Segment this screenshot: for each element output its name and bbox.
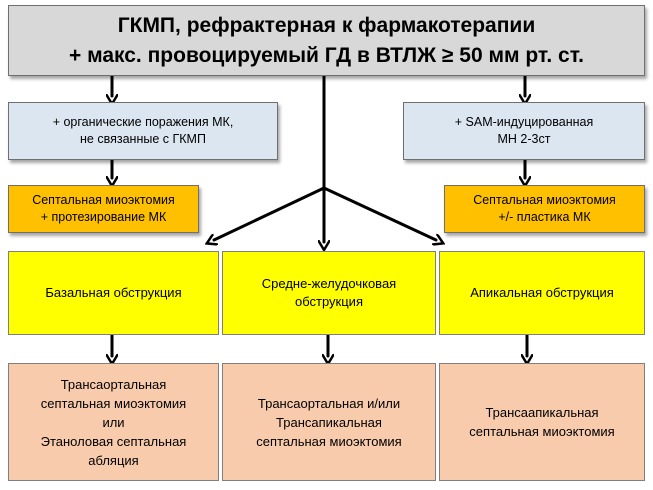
basal-treatment-text: Трансаортальная септальная миоэктомия ил… <box>40 376 187 468</box>
apical-obstruction-box: Апикальная обструкция <box>439 251 645 335</box>
right-operation-box: Септальная миоэктомия +/- пластика МК <box>444 185 645 233</box>
basal-treatment-box: Трансаортальная септальная миоэктомия ил… <box>8 363 219 481</box>
apical-treatment-box: Трансаапикальная септальная миоэктомия <box>439 363 645 481</box>
top-condition-line2: + макс. провоцируемый ГД в ВТЛЖ ≥ 50 мм … <box>68 43 584 67</box>
arrow-to-basal <box>214 186 326 240</box>
top-condition-line1: ГКМП, рефрактерная к фармакотерапии <box>117 13 536 37</box>
right-condition-box: + SAM-индуцированная МН 2-3ст <box>403 102 645 160</box>
right-operation-text: Септальная миоэктомия +/- пластика МК <box>473 193 616 224</box>
mid-obstruction-box: Средне-желудочковая обструкция <box>222 251 436 335</box>
basal-obstruction-text: Базальная обструкция <box>45 285 182 300</box>
mid-treatment-text: Трансаортальная и/или Трансапикальная се… <box>256 395 402 449</box>
apical-obstruction-text: Апикальная обструкция <box>470 285 614 300</box>
basal-obstruction-box: Базальная обструкция <box>8 251 219 335</box>
apical-treatment-text: Трансаапикальная септальная миоэктомия <box>469 405 615 439</box>
left-condition-box: + органические поражения МК, не связанны… <box>8 102 278 160</box>
left-condition-text: + органические поражения МК, не связанны… <box>52 115 234 146</box>
mid-obstruction-text: Средне-желудочковая обструкция <box>261 276 397 309</box>
left-operation-text: Септальная миоэктомия + протезирование М… <box>32 193 175 224</box>
mid-treatment-box: Трансаортальная и/или Трансапикальная се… <box>222 363 436 481</box>
top-condition-box: ГКМП, рефрактерная к фармакотерапии + ма… <box>8 5 645 76</box>
arrow-to-apical <box>322 186 436 240</box>
left-operation-box: Септальная миоэктомия + протезирование М… <box>8 185 199 233</box>
right-condition-text: + SAM-индуцированная МН 2-3ст <box>454 115 594 146</box>
